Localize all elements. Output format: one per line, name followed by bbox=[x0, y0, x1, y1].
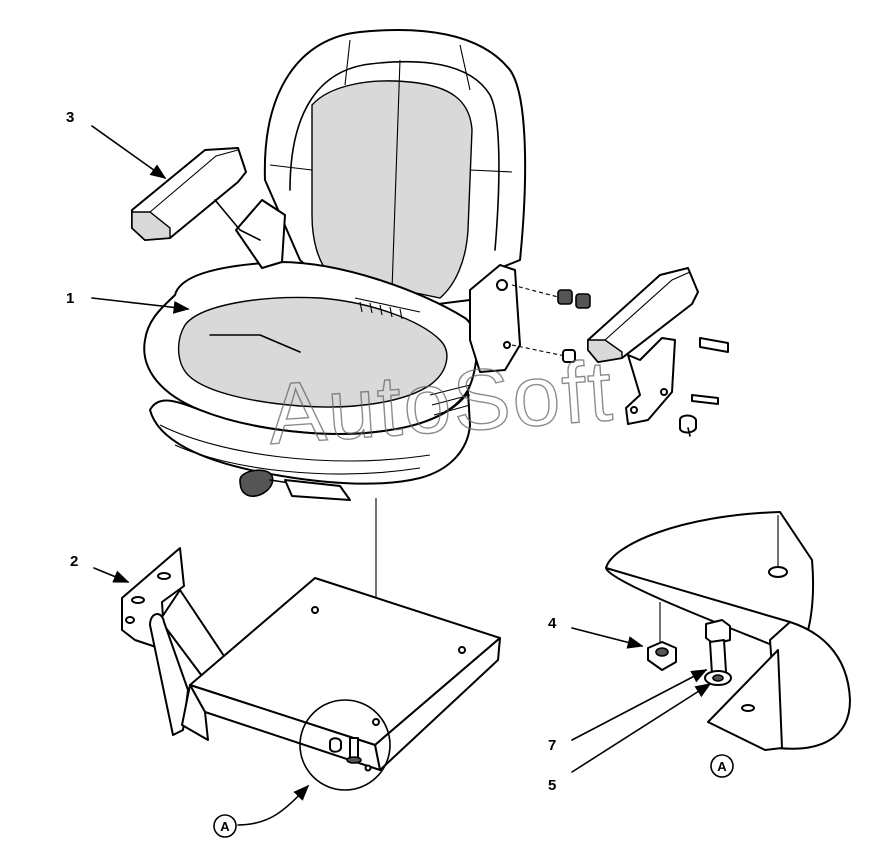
right-armrest bbox=[587, 267, 699, 425]
armrest-hardware bbox=[511, 284, 729, 437]
callout-2: 2 bbox=[70, 553, 78, 570]
left-armrest bbox=[131, 147, 261, 241]
callout-5: 5 bbox=[548, 777, 556, 794]
callout-7: 7 bbox=[548, 737, 556, 754]
detail-label-badge: A bbox=[710, 754, 734, 778]
detail-a-view bbox=[605, 511, 851, 751]
seat-backrest bbox=[263, 28, 527, 306]
callout-3: 3 bbox=[66, 109, 74, 126]
detail-label-letter: A bbox=[717, 759, 727, 774]
seat-bracket bbox=[121, 547, 231, 736]
callout-4: 4 bbox=[548, 615, 557, 632]
leader-lines bbox=[91, 125, 712, 826]
detail-ref-letter: A bbox=[220, 819, 230, 834]
callout-1: 1 bbox=[66, 290, 74, 307]
detail-ref-badge: A bbox=[213, 814, 237, 838]
mounting-plate bbox=[181, 577, 501, 791]
seat-cushion bbox=[143, 199, 521, 501]
